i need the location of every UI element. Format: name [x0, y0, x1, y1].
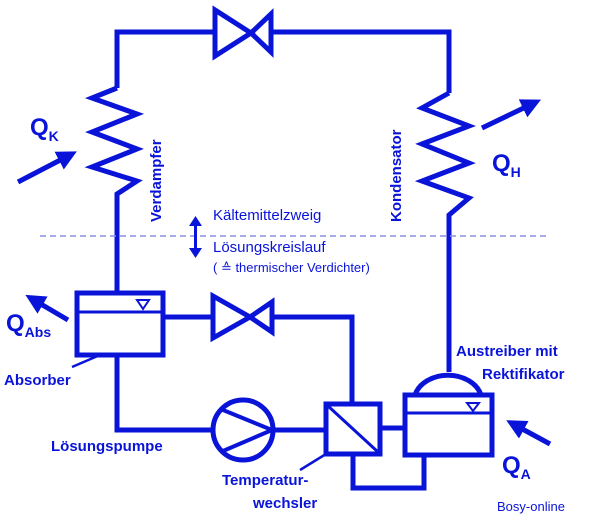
double-arrow-icon	[189, 216, 202, 258]
liquid-level-icon	[465, 402, 481, 413]
expansion-valve-icon	[212, 5, 274, 61]
pump-icon	[210, 397, 276, 463]
heat-flow-qh: QH	[492, 150, 521, 180]
heat-out-arrow-icon	[25, 294, 70, 323]
refrigerant-line-top-right	[272, 29, 452, 93]
heat-in-arrow-icon	[506, 420, 552, 447]
evaporator-coil-icon	[84, 85, 145, 293]
generator-label-2: Rektifikator	[482, 366, 565, 383]
rectifier-dome	[412, 372, 484, 396]
heat-exchanger-label-1: Temperatur-	[222, 472, 309, 489]
generator-label-1: Austreiber mit	[456, 343, 558, 360]
heat-exchanger-label-2: wechsler	[253, 495, 318, 512]
thermal-compressor-note: ( ≙ thermischer Verdichter)	[213, 260, 370, 275]
refrigerant-branch-label: Kältemittelzweig	[213, 207, 322, 224]
condenser-label: Kondensator	[388, 129, 405, 222]
absorber-vessel	[74, 290, 166, 358]
absorber-label: Absorber	[4, 372, 71, 389]
solution-valve-icon	[210, 291, 275, 343]
heat-in-arrow-icon	[16, 151, 77, 185]
heat-out-arrow-icon	[480, 99, 542, 131]
credit-label: Bosy-online	[497, 499, 565, 514]
pump-label: Lösungspumpe	[51, 438, 163, 455]
heat-flow-qabs: QAbs	[6, 310, 52, 340]
heat-flow-qk: QK	[30, 114, 59, 144]
solution-circuit-label: Lösungskreislauf	[213, 239, 326, 256]
evaporator-label: Verdampfer	[148, 139, 165, 222]
heat-flow-qa: QA	[502, 452, 531, 482]
liquid-level-icon	[135, 299, 151, 311]
refrigerant-line-top	[114, 29, 213, 88]
condenser-coil-icon	[414, 90, 476, 372]
